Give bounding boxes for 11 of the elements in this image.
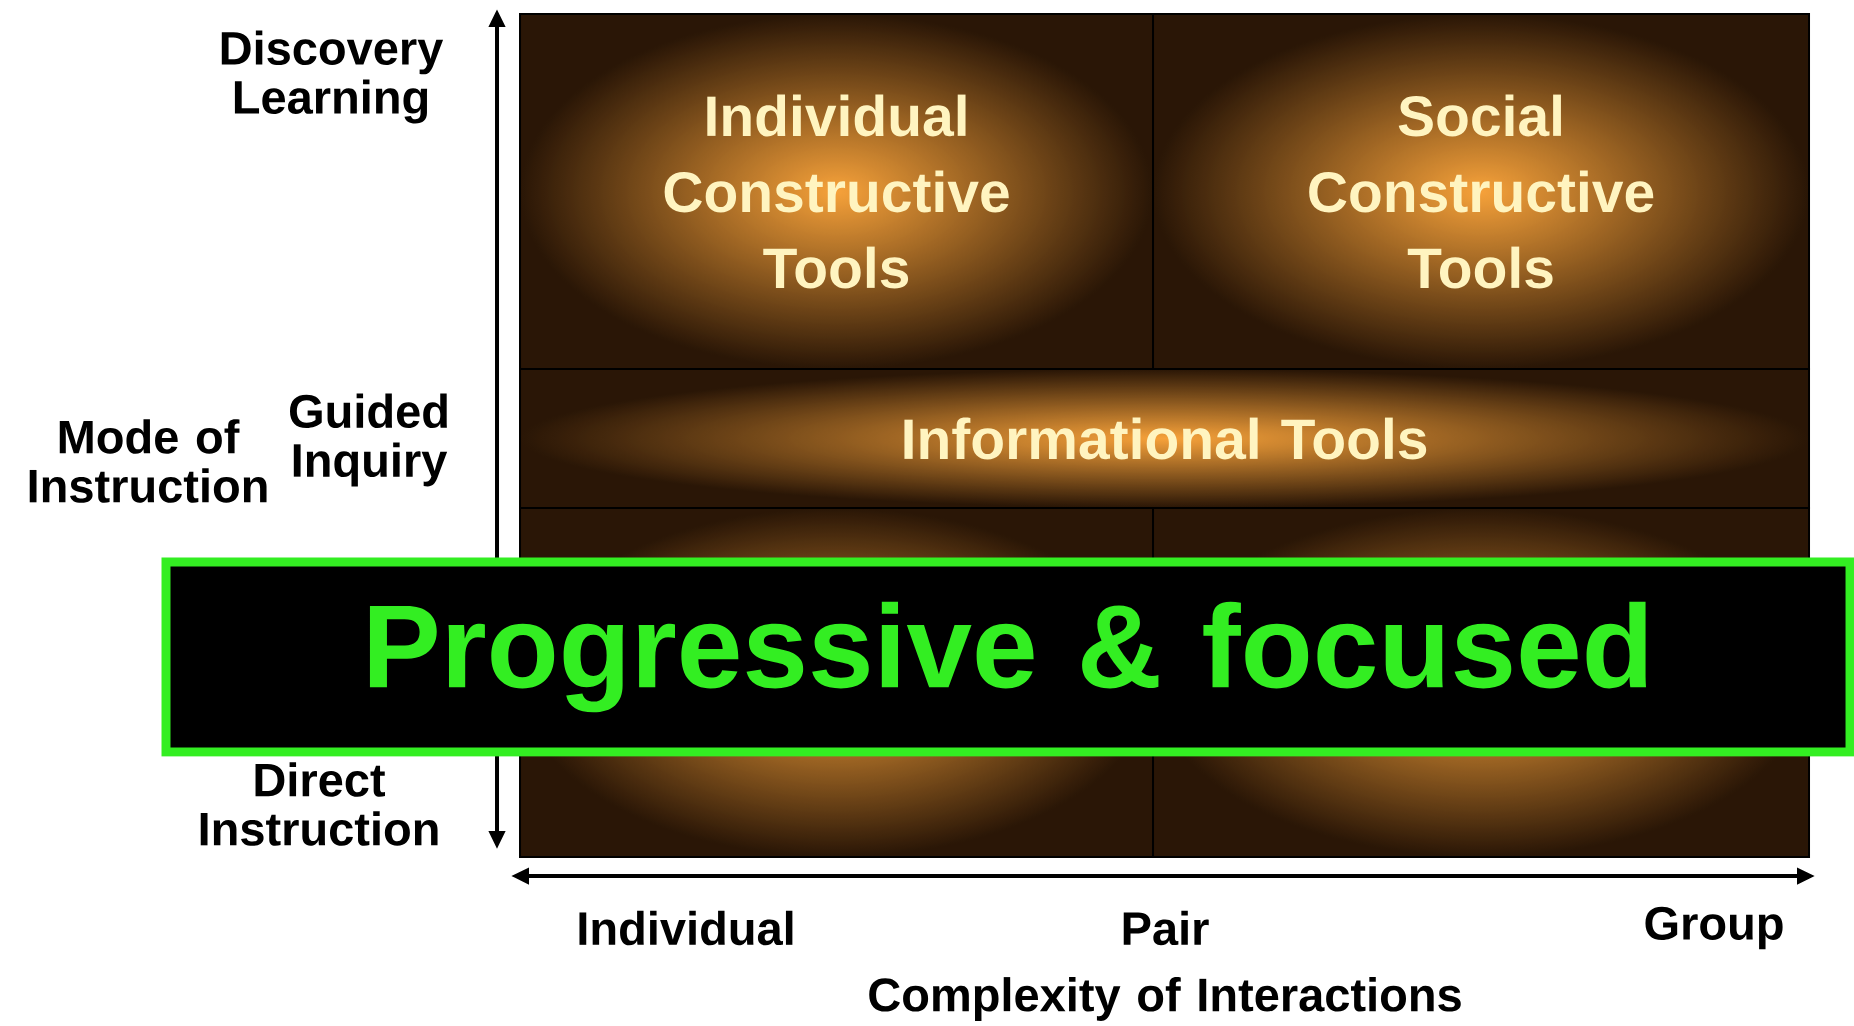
banner: Progressive & focused — [161, 557, 1854, 757]
tool-box: Individual Constructive Tools — [519, 13, 1154, 370]
axis-label: Group — [1645, 906, 1783, 950]
tool-band: Informational Tools — [519, 368, 1810, 509]
axis-label: Guided Inquiry — [290, 393, 448, 487]
axis-label: Mode of Instruction — [29, 419, 267, 503]
tool-box: Social Constructive Tools — [1152, 13, 1810, 370]
axis-label: Individual — [579, 910, 793, 946]
axis-label: Pair — [1123, 910, 1209, 946]
axis-label: Discovery Learning — [221, 30, 444, 124]
axis-label: Complexity of Interactions — [869, 977, 1461, 1021]
